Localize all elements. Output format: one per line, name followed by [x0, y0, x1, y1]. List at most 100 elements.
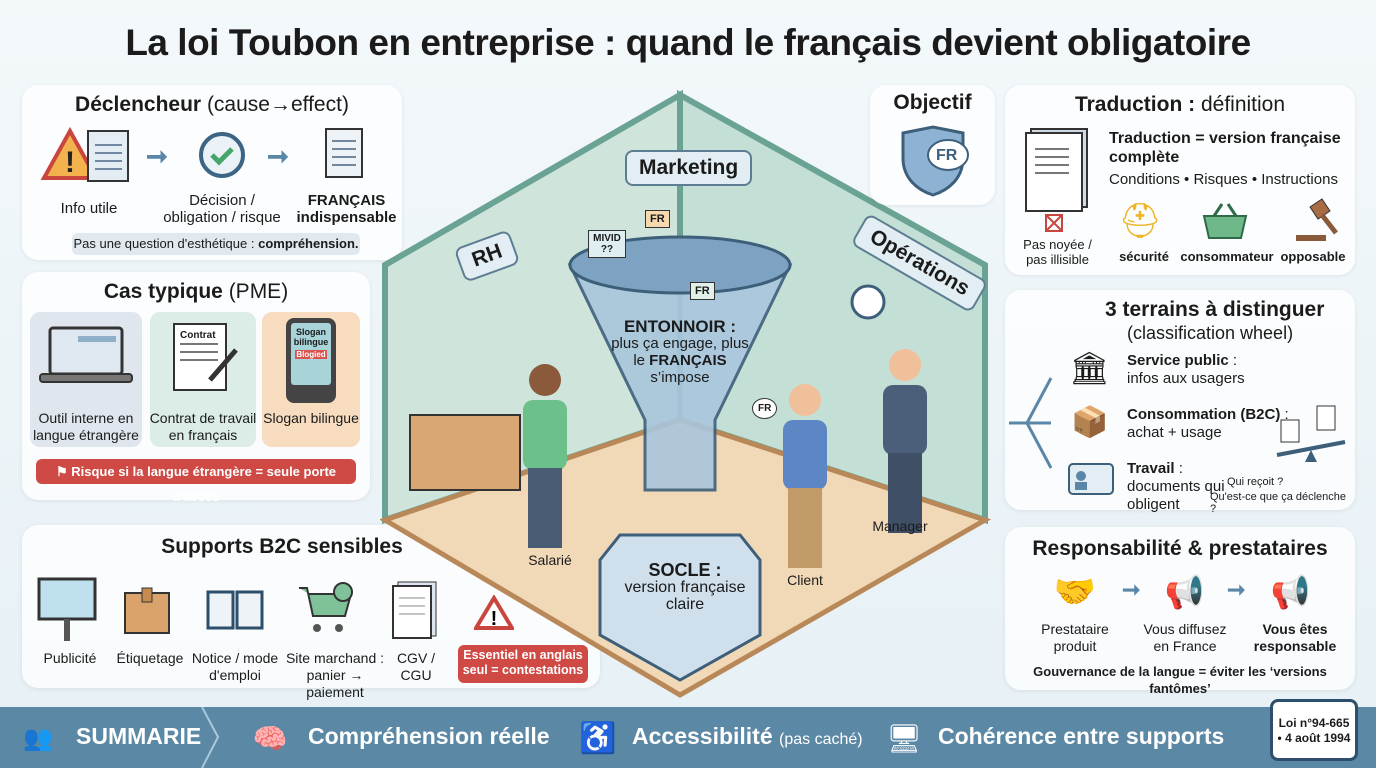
- warning-document-icon: !: [40, 123, 135, 183]
- book-icon: [206, 590, 264, 630]
- doc-note: Pas noyée / pas illisible: [1023, 237, 1092, 267]
- traduction-title: Traduction : définition: [1074, 93, 1286, 116]
- icon-label-securite: sécurité: [1119, 249, 1169, 264]
- card-label: Outil interne en langue étrangère: [33, 410, 139, 443]
- declencheur-title: Déclencheur (cause→effect): [75, 93, 349, 116]
- card-contrat: Contrat Contrat de travail en français: [150, 312, 256, 447]
- terrains-panel: 3 terrains à distinguer (classification …: [1005, 290, 1355, 515]
- balance-icon: [1276, 405, 1346, 462]
- declencheur-panel: Déclencheur (cause→effect) ! ➞ ➞ Info ut…: [22, 85, 402, 260]
- cart-icon: [299, 582, 353, 632]
- office-room-illustration: [380, 90, 992, 698]
- resp-title: Responsabilité & prestataires: [1032, 537, 1328, 560]
- traduction-definition: Traduction = version française complète: [1109, 130, 1341, 166]
- label-client: Client: [787, 572, 823, 588]
- b2c-title: Supports B2C sensibles: [161, 535, 403, 558]
- resp-step: Vous êtes responsable: [1253, 621, 1337, 654]
- traduction-panel: Traduction : définition Pas noyée / pas …: [1005, 85, 1355, 275]
- accessibility-icon: ♿: [579, 721, 617, 755]
- devices-icon: 🖥: [886, 722, 922, 754]
- terrain-consommation: Consommation (B2C) :achat + usage: [1127, 406, 1289, 441]
- doc-unclear: MIVID ??: [588, 230, 626, 258]
- cas-title: Cas typique (PME): [103, 280, 289, 303]
- label-manager: Manager: [872, 518, 928, 534]
- socle-block: [598, 533, 762, 682]
- b2c-warning: Essentiel en anglais seul = contestation…: [458, 645, 588, 683]
- terrains-title: 3 terrains à distinguer: [1105, 298, 1325, 321]
- summary-footer: 👥 SUMMARIE 🧠 Compréhension réelle ♿ Acce…: [0, 699, 1376, 768]
- arrow-icon: ➞: [267, 141, 289, 171]
- speech-bubble-fr: FR: [752, 398, 778, 419]
- cabinet: [409, 414, 521, 491]
- footer-accessibilite: Accessibilité (pas caché): [632, 723, 863, 749]
- b2c-item: CGV / CGU: [396, 650, 436, 683]
- documents-icon: [392, 581, 437, 639]
- tag-marketing: Marketing: [625, 150, 753, 186]
- person-salarie: [523, 364, 567, 548]
- resp-step: Vous diffusez en France: [1143, 621, 1227, 654]
- b2c-item: Publicité: [43, 650, 97, 666]
- footer-summary: SUMMARIE: [76, 723, 202, 749]
- svg-text:!: !: [491, 608, 498, 630]
- laptop-icon: [39, 326, 133, 383]
- terrain-service-public: Service public :infos aux usagers: [1127, 352, 1245, 387]
- id-badge-icon: [1068, 463, 1114, 495]
- b2c-panel: Supports B2C sensibles ! Publicité Étiqu…: [22, 525, 600, 700]
- megaphone-icon: 📢: [1270, 573, 1311, 610]
- person-manager: [883, 349, 927, 533]
- gavel-icon: [1296, 198, 1338, 241]
- card-label: Slogan bilingue: [263, 410, 359, 426]
- shield-fr-icon: [901, 125, 969, 197]
- icon-label-opposable: opposable: [1280, 249, 1346, 264]
- people-icon: 👥: [23, 724, 53, 752]
- footer-comprehension: Compréhension réelle: [308, 723, 550, 749]
- cas-typique-panel: Cas typique (PME) Outil interne en langu…: [22, 272, 370, 504]
- icon-label-consommateur: consommateur: [1180, 249, 1274, 264]
- b2c-item: Site marchand : panier → paiement: [285, 650, 385, 700]
- objectif-panel: Objectif FR: [870, 85, 995, 205]
- objectif-badge: FR: [936, 147, 958, 164]
- document-icon: [322, 127, 367, 182]
- hard-hat-icon: ⛑: [1118, 202, 1162, 240]
- government-building-flag-icon: 🏛: [1069, 349, 1110, 386]
- responsabilite-panel: Responsabilité & prestataires 🤝 ➞ 📢 ➞ 📢 …: [1005, 527, 1355, 696]
- terrain-travail: Travail : documents qui obligent: [1127, 460, 1225, 513]
- traduction-subtext: Conditions • Risques • Instructions: [1109, 171, 1338, 188]
- person-client: [783, 384, 827, 568]
- resp-step: Prestataire produit: [1041, 621, 1109, 654]
- contract-doc-title: Contrat: [180, 330, 216, 341]
- b2c-item: Étiquetage: [116, 650, 184, 666]
- card-label: Contrat de travail en français: [149, 410, 257, 443]
- calendar-law-badge: Loi n°94-665• 4 août 1994: [1270, 699, 1358, 761]
- basket-icon: [1202, 203, 1248, 239]
- handshake-icon: 🤝: [1053, 572, 1097, 611]
- terrains-subtitle: (classification wheel): [1127, 323, 1294, 343]
- svg-text:!: !: [65, 146, 75, 179]
- clock-icon: [850, 284, 886, 320]
- question-declenche: Qu'est-ce que ça déclenche ?: [1210, 491, 1347, 515]
- socle-text: SOCLE :version française claire: [624, 560, 746, 613]
- contract-pen-icon: [173, 323, 238, 391]
- check-circle-icon: [197, 130, 247, 180]
- step-decision: Décision / obligation / risque: [163, 192, 281, 226]
- declencheur-note: Pas une question d'esthétique : compréhe…: [72, 233, 360, 255]
- document-crossed-icon: [1025, 128, 1088, 232]
- phone-badge: Blogied: [295, 350, 327, 359]
- label-salarie: Salarié: [528, 552, 572, 568]
- warning-icon: !: [474, 595, 514, 630]
- branch-arrows-icon: [1009, 377, 1053, 469]
- footer-coherence: Cohérence entre supports: [938, 723, 1225, 749]
- question-qui-recoit: Qui reçoit ?: [1227, 476, 1284, 488]
- card-outil-interne: Outil interne en langue étrangère: [30, 312, 142, 447]
- billboard-icon: [37, 577, 97, 641]
- box-icon: [124, 587, 170, 634]
- arrow-icon: ➞: [1227, 577, 1246, 602]
- doc-fr: FR: [690, 282, 715, 300]
- page-title: La loi Toubon en entreprise : quand le f…: [125, 22, 1251, 63]
- resp-note: Gouvernance de la langue = éviter les ‘v…: [1033, 664, 1327, 696]
- risk-alert: ⚑ Risque si la langue étrangère = seule …: [36, 459, 356, 504]
